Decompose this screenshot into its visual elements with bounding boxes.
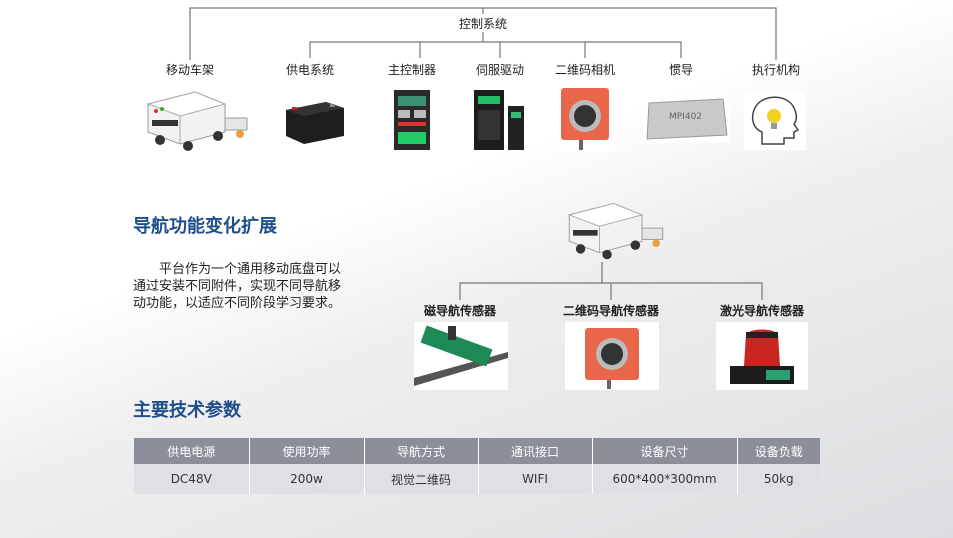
specs-section-title: 主要技术参数 bbox=[133, 400, 241, 421]
table-cell: 视觉二维码 bbox=[364, 464, 479, 494]
label-imu: 惯导 bbox=[668, 63, 694, 77]
label-qr-camera: 二维码相机 bbox=[554, 63, 616, 77]
qr-sensor-icon bbox=[565, 322, 659, 390]
label-actuator: 执行机构 bbox=[751, 63, 801, 77]
servo-drive-icon bbox=[472, 86, 528, 152]
label-magnetic-sensor: 磁导航传感器 bbox=[423, 304, 497, 318]
table-cell: 600*400*300mm bbox=[592, 464, 738, 494]
imu-label: MPI402 bbox=[669, 112, 702, 122]
control-system-root: 控制系统 bbox=[458, 17, 508, 31]
agv-cart-icon bbox=[556, 196, 676, 264]
nav-description: 平台作为一个通用移动底盘可以通过安装不同附件，实现不同导航移动功能，以适应不同阶… bbox=[133, 262, 342, 311]
table-row: DC48V 200w 视觉二维码 WIFI 600*400*300mm 50kg bbox=[134, 464, 820, 494]
battery-icon bbox=[282, 92, 348, 148]
table-header: 设备尺寸 bbox=[592, 438, 738, 464]
table-cell: 50kg bbox=[737, 464, 820, 494]
controller-icon bbox=[392, 88, 432, 152]
label-lidar-sensor: 激光导航传感器 bbox=[719, 304, 805, 318]
label-servo-drive: 伺服驱动 bbox=[475, 63, 525, 77]
agv-cart-icon bbox=[140, 84, 255, 156]
magnetic-sensor-icon bbox=[414, 322, 508, 390]
table-header-row: 供电电源 使用功率 导航方式 通讯接口 设备尺寸 设备负载 bbox=[134, 438, 820, 464]
lidar-sensor-icon bbox=[716, 322, 808, 390]
label-mobile-frame: 移动车架 bbox=[165, 63, 215, 77]
qr-camera-icon bbox=[555, 84, 615, 152]
table-cell: 200w bbox=[249, 464, 365, 494]
table-cell: DC48V bbox=[134, 464, 250, 494]
table-cell: WIFI bbox=[478, 464, 593, 494]
label-power-system: 供电系统 bbox=[285, 63, 335, 77]
label-main-controller: 主控制器 bbox=[387, 63, 437, 77]
table-header: 供电电源 bbox=[134, 438, 250, 464]
table-header: 使用功率 bbox=[249, 438, 365, 464]
table-header: 设备负载 bbox=[737, 438, 820, 464]
table-header: 通讯接口 bbox=[478, 438, 593, 464]
label-qr-sensor: 二维码导航传感器 bbox=[562, 304, 660, 318]
actuator-head-icon bbox=[744, 92, 806, 150]
table-header: 导航方式 bbox=[364, 438, 479, 464]
nav-section-title: 导航功能变化扩展 bbox=[133, 216, 277, 237]
specs-table: 供电电源 使用功率 导航方式 通讯接口 设备尺寸 设备负载 DC48V 200w… bbox=[134, 438, 820, 494]
imu-icon: MPI402 bbox=[643, 97, 729, 143]
